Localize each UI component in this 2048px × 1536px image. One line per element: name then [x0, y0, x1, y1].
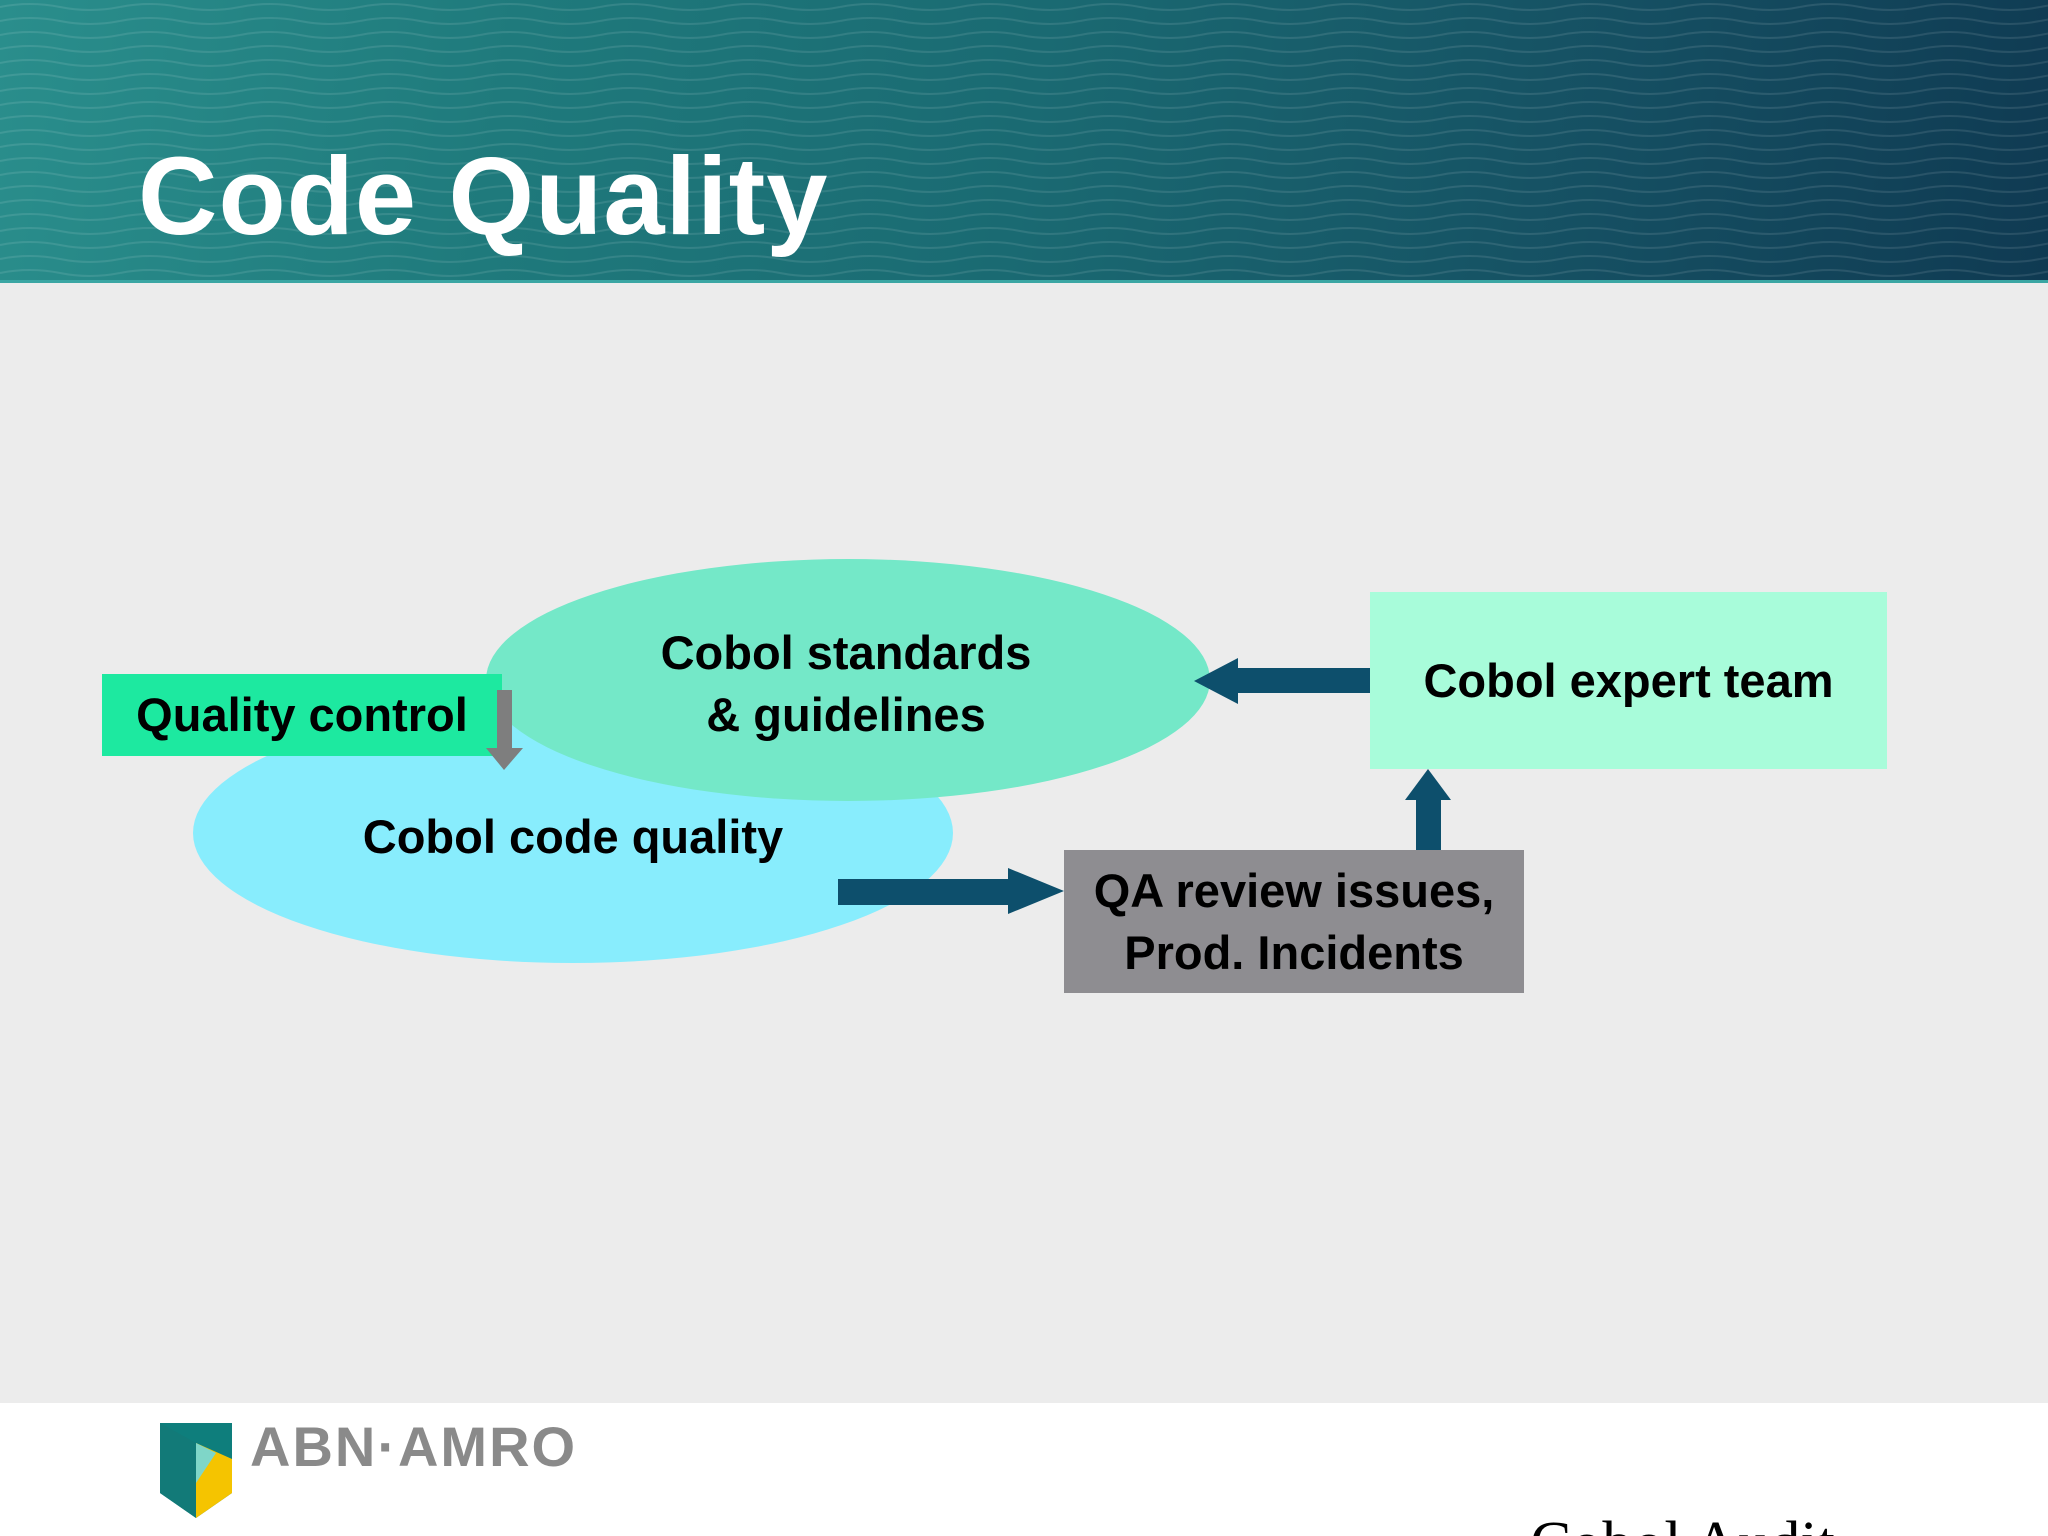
footer: ABN·AMRO Cobol Audit: [0, 1403, 2048, 1536]
abn-amro-shield-icon: [160, 1423, 232, 1518]
wave-pattern: [0, 0, 2048, 283]
quality-control-arrow: [486, 690, 523, 770]
standards-ellipse: [486, 559, 1210, 801]
code-quality-label: Cobol code quality: [362, 810, 784, 863]
standards-label: Cobol standards & guidelines: [600, 622, 1092, 746]
arrow-qa-to-expert: [1405, 769, 1451, 850]
quality-control-label: Quality control: [136, 688, 468, 741]
header-divider: [0, 280, 2048, 283]
expert-team-label: Cobol expert team: [1423, 653, 1834, 707]
arrow-code-quality-to-qa: [838, 868, 1064, 914]
standards-label-line2: & guidelines: [706, 688, 986, 741]
abn-amro-logo-text: ABN·AMRO: [250, 1415, 578, 1478]
standards-label-line1: Cobol standards: [660, 626, 1032, 679]
qa-label: QA review issues, Prod. Incidents: [1064, 850, 1524, 993]
footer-presentation-title: Cobol Audit: [1530, 1513, 1835, 1536]
header-band: Code Quality: [0, 0, 2048, 283]
slide-title: Code Quality: [138, 135, 829, 258]
qa-label-line2: Prod. Incidents: [1124, 925, 1464, 979]
quality-control-box: [102, 674, 502, 756]
expert-team-box: [1370, 592, 1887, 769]
qa-label-line1: QA review issues,: [1093, 863, 1495, 917]
qa-box: [1064, 850, 1524, 993]
arrow-expert-to-standards: [1194, 658, 1370, 704]
